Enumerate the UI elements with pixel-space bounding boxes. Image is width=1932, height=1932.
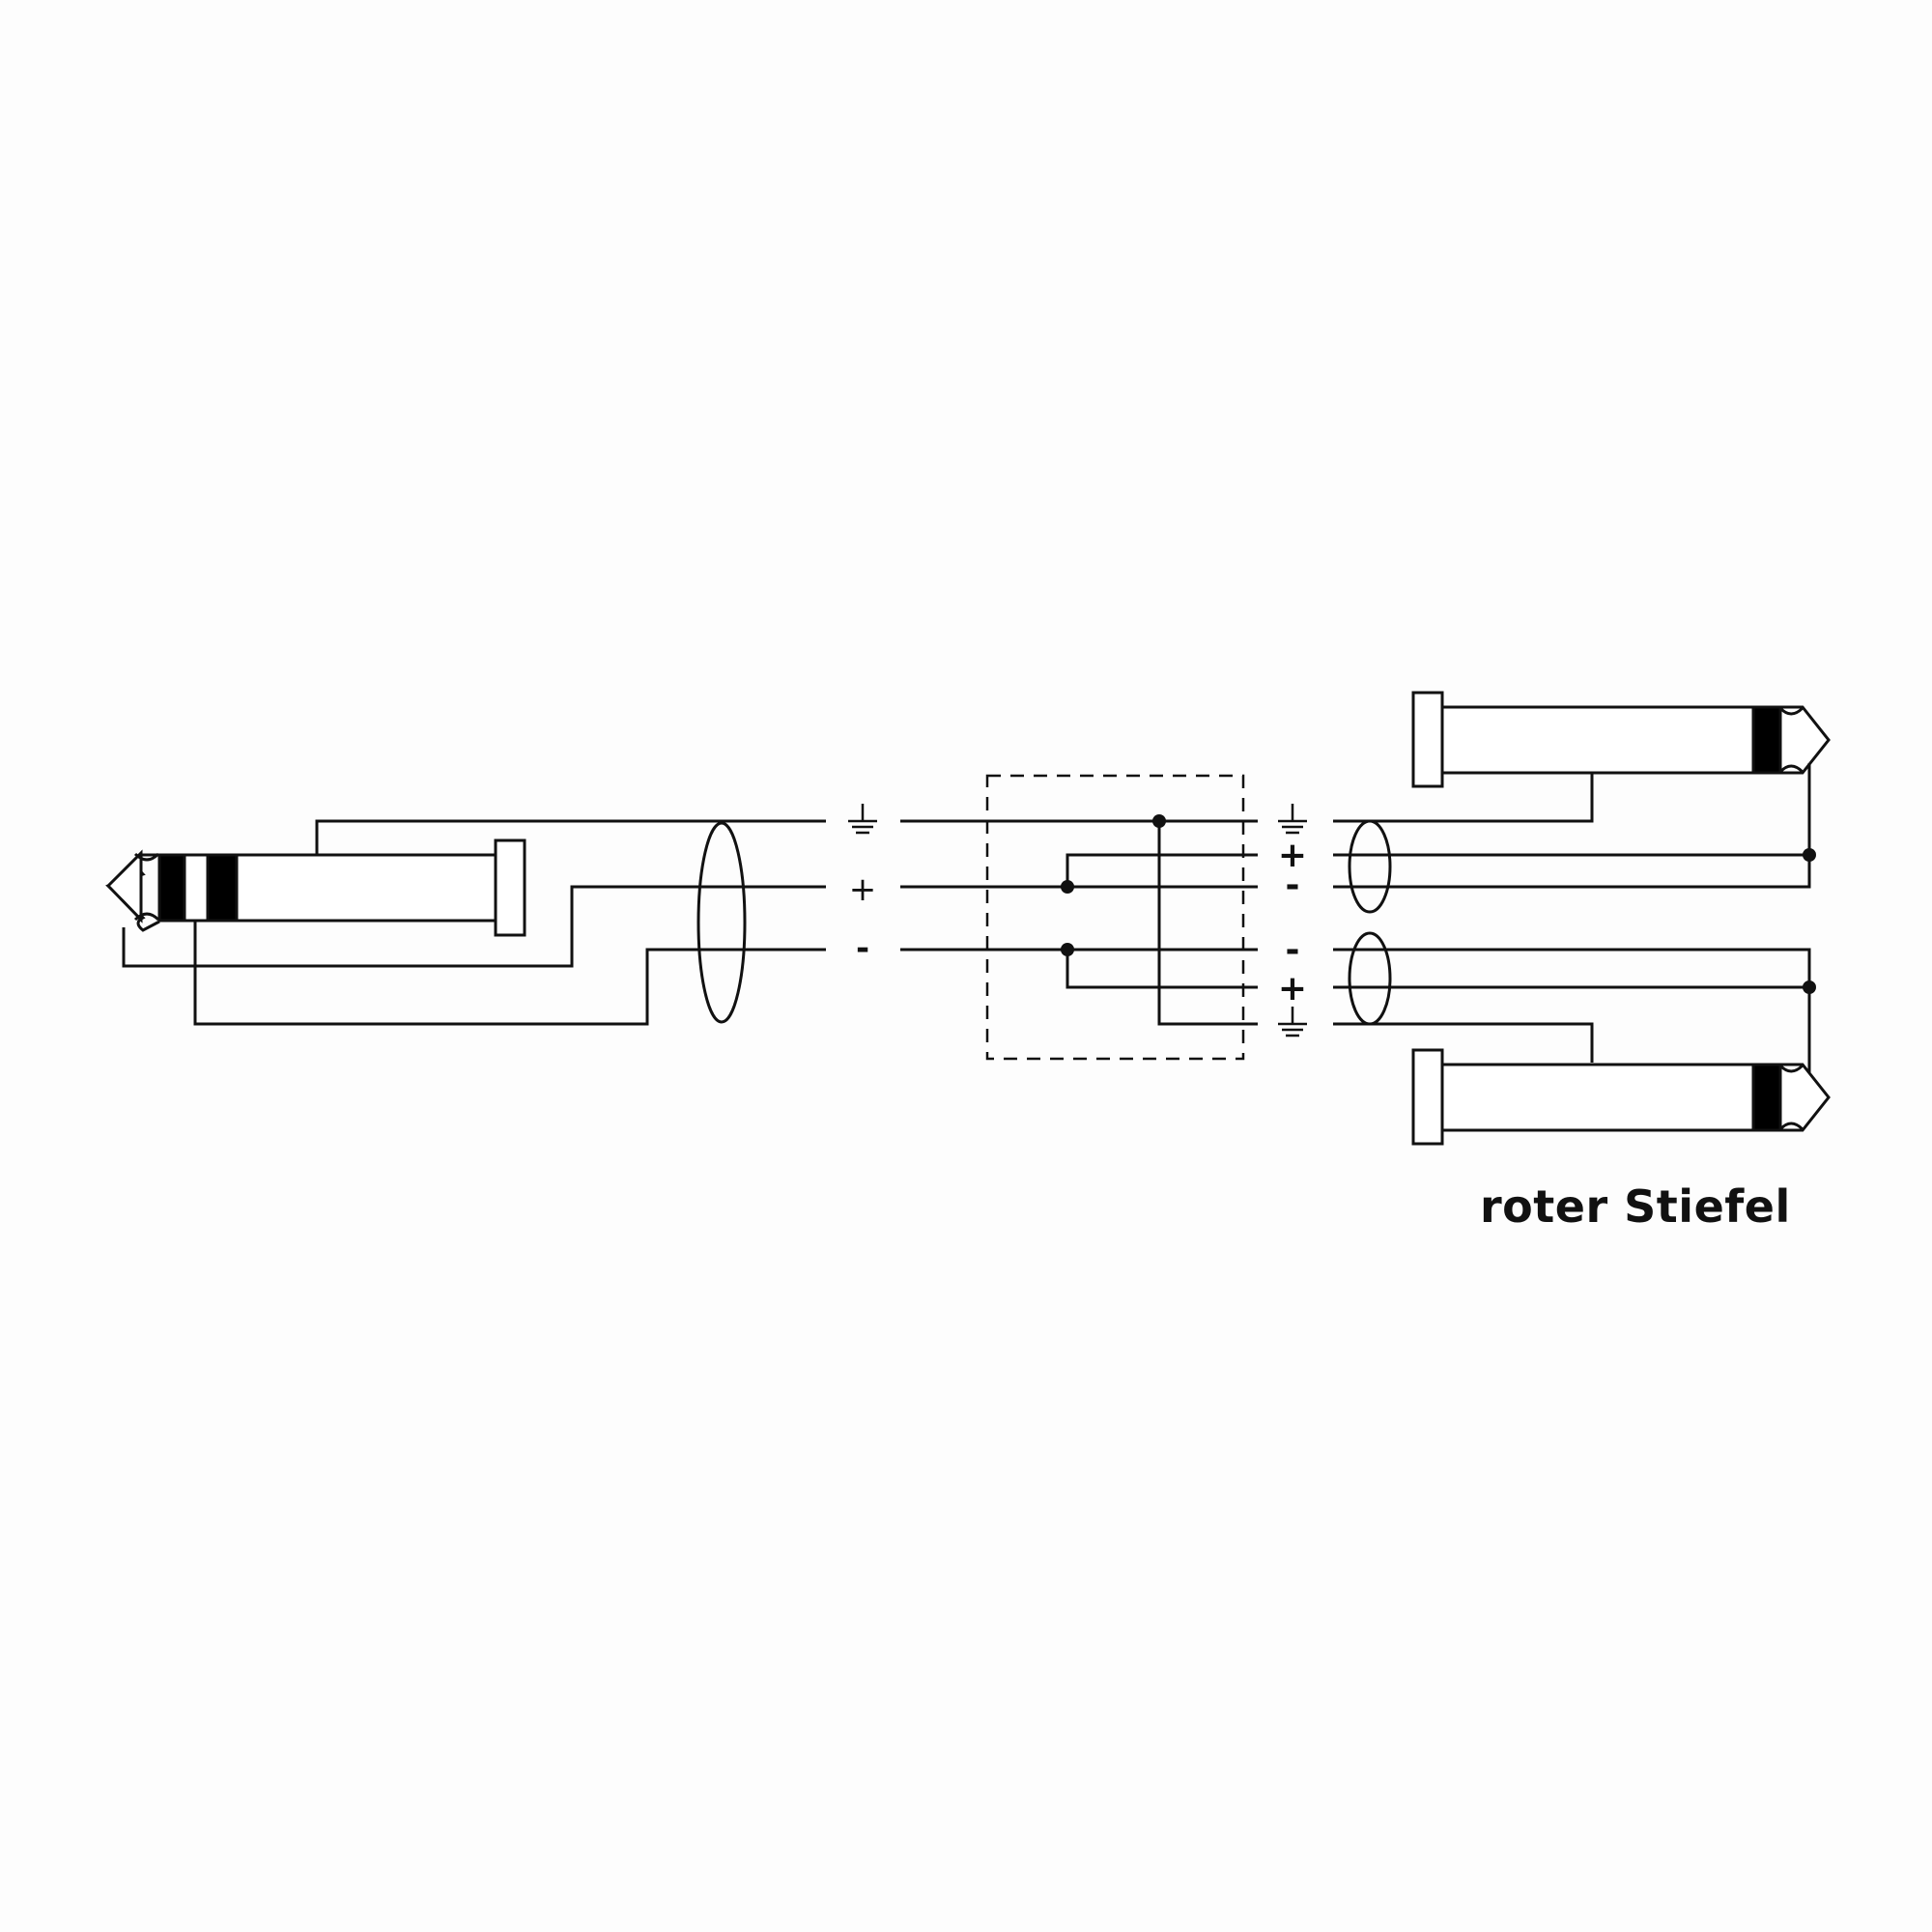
- minus-label-right-top: -: [1286, 866, 1300, 905]
- mono-plug-ring: [1751, 705, 1782, 775]
- middle-wires: [900, 819, 1258, 1026]
- junction-dot: [1061, 943, 1074, 956]
- cable-shield-left: [696, 821, 747, 1024]
- minus-label-left: -: [856, 929, 869, 968]
- cable-shield-right-top: [1348, 819, 1392, 914]
- splitter-box: [985, 774, 1245, 1061]
- mono-plug-shaft: [1440, 1063, 1755, 1132]
- plus-label-right-top: +: [1278, 836, 1307, 875]
- left-pin-symbols: [848, 804, 877, 835]
- ground-icon-right-top: [1278, 804, 1307, 835]
- junction-dot: [1152, 814, 1166, 828]
- trs-plug-left: [105, 838, 526, 937]
- right-wires: [1333, 763, 1811, 1072]
- ground-icon-right-bottom: [1278, 1007, 1307, 1037]
- mono-plug-shaft: [1440, 705, 1755, 775]
- mono-plug-right-top: [1411, 691, 1831, 788]
- right-pin-symbols: [1278, 804, 1307, 1037]
- left-wires: [122, 819, 826, 1026]
- junction-dot: [1061, 880, 1074, 894]
- trs-plug-ring-black-1: [157, 853, 186, 923]
- diagram-caption: roter Stiefel: [1480, 1180, 1791, 1233]
- ground-icon-left: [848, 804, 877, 835]
- trs-plug-shaft: [235, 853, 497, 923]
- plus-label-right-bottom: +: [1278, 969, 1307, 1009]
- mono-plug-collar: [1411, 691, 1444, 788]
- mono-plug-right-bottom: [1411, 1048, 1831, 1146]
- mono-plug-collar: [1411, 1048, 1444, 1146]
- trs-plug-ring-white: [183, 853, 210, 923]
- mono-plug-ring: [1751, 1063, 1782, 1132]
- mono-plug-tip: [1778, 705, 1831, 775]
- junctions: [1061, 814, 1816, 994]
- plus-label-left: +: [849, 870, 877, 909]
- mono-plug-tip: [1778, 1063, 1831, 1132]
- cable-shield-right-bottom: [1348, 931, 1392, 1026]
- trs-plug-collar: [494, 838, 526, 937]
- trs-plug-ring-black-2: [206, 853, 239, 923]
- minus-label-right-bottom: -: [1286, 930, 1300, 970]
